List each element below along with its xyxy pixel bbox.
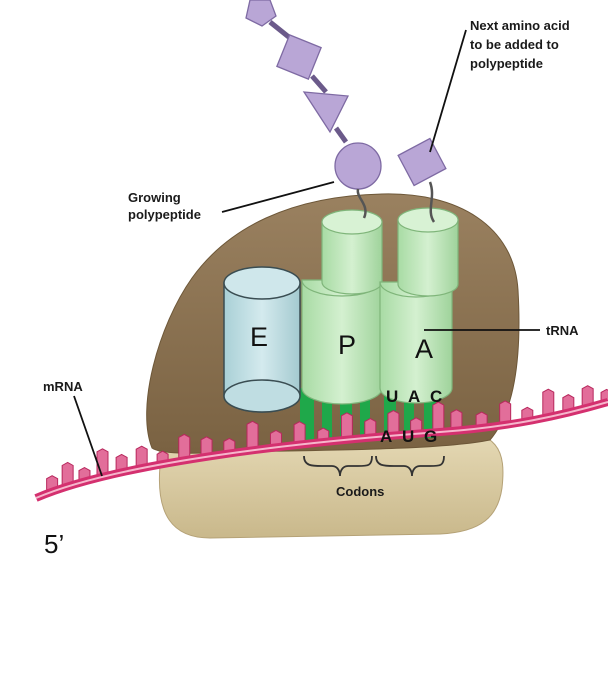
growing-polypeptide-label-line-1: Growing xyxy=(128,190,181,205)
mrna-label: mRNA xyxy=(43,379,83,394)
mrna-nucleotide xyxy=(246,420,259,449)
next-amino-acid-label-line-2: to be added to xyxy=(470,37,559,52)
e-site-trna xyxy=(223,266,301,413)
five-prime-label: 5’ xyxy=(44,529,64,559)
anticodon-base-1: U xyxy=(386,387,398,406)
anticodon-base-2: A xyxy=(408,387,420,406)
mrna-nucleotide xyxy=(96,448,109,476)
growing-polypeptide-chain xyxy=(245,0,382,219)
codons-label: Codons xyxy=(336,484,384,499)
next-amino-acid-label-line-3: polypeptide xyxy=(470,56,543,71)
a-site-trna xyxy=(379,207,459,404)
mrna-nucleotide xyxy=(364,418,377,437)
mrna-nucleotide xyxy=(432,401,445,431)
codon-base-1: A xyxy=(380,427,392,446)
mrna-nucleotide xyxy=(135,445,148,467)
leader-lines xyxy=(73,29,540,477)
next-amino-acid-label-line-1: Next amino acid xyxy=(470,18,570,33)
p-site-trna xyxy=(301,209,383,405)
p-site-label: P xyxy=(338,330,356,360)
mrna-nucleotide xyxy=(450,409,463,430)
mrna-nucleotide xyxy=(293,421,306,444)
mrna-nucleotide xyxy=(178,433,191,459)
mrna-strand xyxy=(34,385,608,502)
codon-base-3: G xyxy=(424,427,437,446)
mrna-nucleotide xyxy=(499,400,512,424)
a-site-label: A xyxy=(415,334,433,364)
anticodon-base-3: C xyxy=(430,387,442,406)
codon-base-2: U xyxy=(402,427,414,446)
trna-label: tRNA xyxy=(546,323,579,338)
mrna-nucleotide xyxy=(542,388,555,416)
mrna-nucleotide xyxy=(340,412,353,439)
codon-brackets xyxy=(303,455,445,477)
e-site-label: E xyxy=(250,322,268,352)
next-amino-acid xyxy=(397,137,447,223)
growing-polypeptide-label-line-2: polypeptide xyxy=(128,207,201,222)
mrna-nucleotide xyxy=(200,436,213,456)
mrna-nucleotide xyxy=(600,388,608,401)
